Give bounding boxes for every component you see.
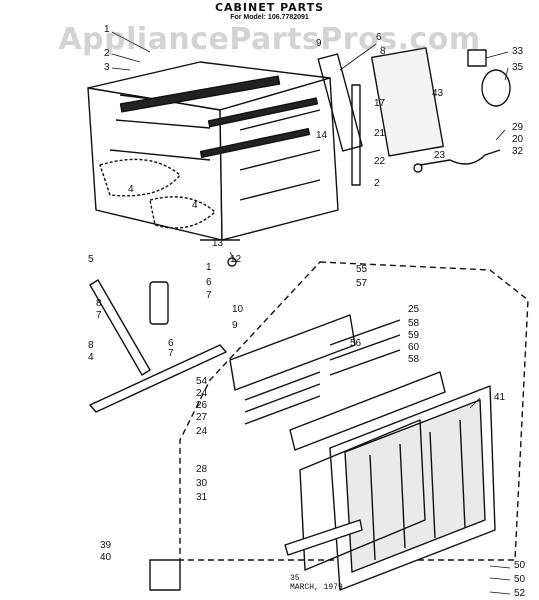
callout-7: 7 (96, 310, 102, 321)
callout-7: 7 (206, 290, 212, 301)
callout-32: 32 (512, 146, 524, 157)
callout-23: 23 (434, 150, 446, 161)
callout-8: 8 (88, 340, 94, 351)
callout-12: 12 (230, 254, 242, 265)
callout-labels: 1234468914172122243333529203223131256787… (88, 24, 526, 599)
cabinet-shell (87, 61, 339, 241)
callout-6: 6 (168, 338, 174, 349)
callout-50: 50 (514, 574, 526, 585)
callout-3: 3 (104, 62, 110, 73)
callout-6: 6 (376, 32, 382, 43)
callout-4: 4 (128, 184, 134, 195)
callout-56: 56 (350, 338, 362, 349)
upper-right-parts (317, 47, 511, 186)
callout-28: 28 (196, 464, 208, 475)
callout-26: 26 (196, 400, 208, 411)
callout-9: 9 (316, 38, 322, 49)
callout-20: 20 (512, 134, 524, 145)
callout-27: 27 (196, 412, 208, 423)
page-number: 35 (290, 574, 300, 583)
callout-2: 2 (104, 48, 110, 59)
callout-8: 8 (96, 298, 102, 309)
callout-50: 50 (514, 560, 526, 571)
callout-21: 21 (374, 128, 386, 139)
callout-55: 55 (356, 264, 368, 275)
callout-59: 59 (408, 330, 420, 341)
callout-29: 29 (512, 122, 524, 133)
callout-1: 1 (104, 24, 110, 35)
callout-4: 4 (192, 200, 198, 211)
callout-35: 35 (512, 62, 524, 73)
callout-9: 9 (232, 320, 238, 331)
callout-41: 41 (494, 392, 506, 403)
callout-7: 7 (168, 348, 174, 359)
callout-43: 43 (432, 88, 444, 99)
callout-8: 8 (380, 46, 386, 57)
callout-30: 30 (196, 478, 208, 489)
callout-33: 33 (512, 46, 524, 57)
callout-25: 25 (408, 304, 420, 315)
callout-58: 58 (408, 354, 420, 365)
callout-6: 6 (206, 277, 212, 288)
callout-10: 10 (232, 304, 244, 315)
callout-24: 24 (196, 388, 208, 399)
callout-14: 14 (316, 130, 328, 141)
callout-58: 58 (408, 318, 420, 329)
callout-40: 40 (100, 552, 112, 563)
callout-4: 4 (88, 352, 94, 363)
model-number: For Model: 106.7782091 (230, 14, 309, 21)
callout-54: 54 (196, 376, 208, 387)
callout-13: 13 (212, 238, 224, 249)
leader-lines (111, 31, 511, 595)
callout-52: 52 (514, 588, 526, 599)
left-bracket-parts (89, 239, 240, 413)
page-footer: 35 MARCH, 1979 (290, 574, 343, 592)
diagram-title: CABINET PARTS (214, 1, 325, 14)
callout-39: 39 (100, 540, 112, 551)
watermark: AppliancePartsPros.com (58, 22, 481, 57)
callout-22: 22 (374, 156, 386, 167)
callout-2: 2 (374, 178, 380, 189)
callout-60: 60 (408, 342, 420, 353)
date-line: MARCH, 1979 (290, 583, 343, 592)
callout-1: 1 (206, 262, 212, 273)
callout-24: 24 (196, 426, 208, 437)
callout-31: 31 (196, 492, 208, 503)
callout-17: 17 (374, 98, 386, 109)
callout-5: 5 (88, 254, 94, 265)
front-grille-assembly (149, 314, 496, 591)
callout-57: 57 (356, 278, 368, 289)
